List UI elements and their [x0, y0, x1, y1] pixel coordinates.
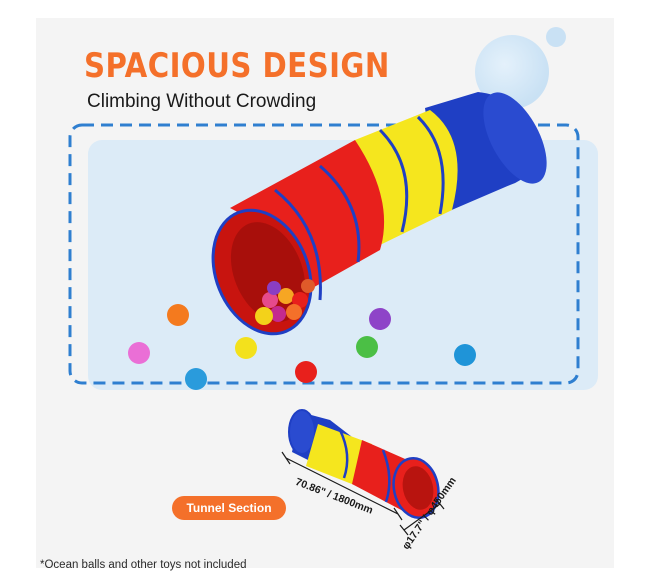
dimension-lines	[281, 451, 445, 536]
disclaimer-footnote: *Ocean balls and other toys not included	[40, 559, 247, 571]
subheadline: Climbing Without Crowding	[87, 91, 317, 112]
decorative-bubble-large	[475, 35, 549, 109]
headline: SPACIOUS DESIGN	[84, 46, 390, 86]
tunnel-section-tag: Tunnel Section	[172, 496, 286, 520]
decorative-bubble-small	[546, 27, 566, 47]
ocean-balls	[128, 304, 476, 390]
tunnel-small	[288, 409, 440, 519]
tunnel-large	[211, 92, 547, 336]
dashed-frame	[68, 123, 580, 385]
